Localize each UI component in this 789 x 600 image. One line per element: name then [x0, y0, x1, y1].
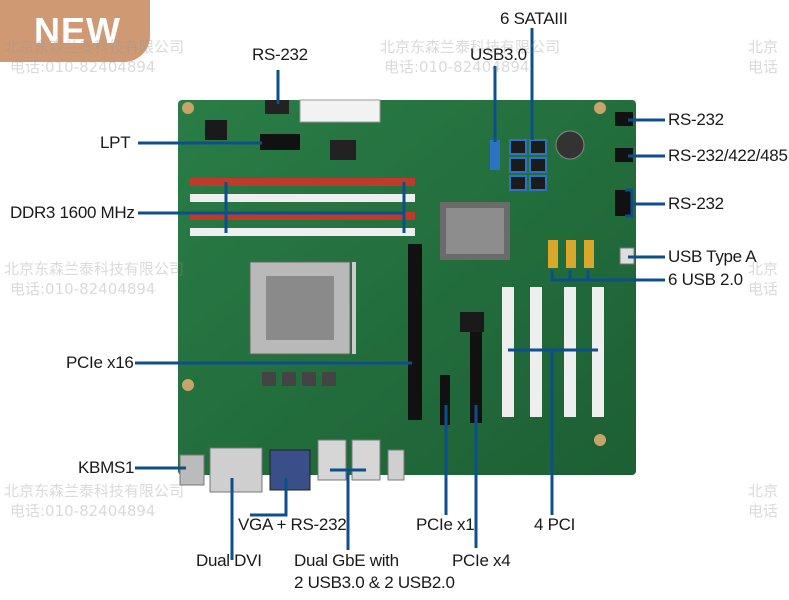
usb20-header — [548, 240, 558, 268]
pcie-x16-slot — [408, 244, 422, 420]
label-dual-dvi: Dual DVI — [196, 551, 262, 570]
gbe-usb-port — [317, 439, 347, 481]
mount-hole — [594, 434, 606, 446]
label-gbe-line2: 2 USB3.0 & 2 USB2.0 — [294, 573, 455, 592]
chip — [460, 312, 484, 332]
chipset-fins — [446, 208, 504, 254]
label-pcie-x16: PCIe x16 — [66, 353, 134, 372]
usb30-header — [490, 140, 500, 170]
label-rs232-top: RS-232 — [252, 45, 308, 64]
watermark-phone-short: 电话 — [748, 280, 779, 298]
sata-port — [529, 175, 547, 191]
label-lpt: LPT — [100, 133, 131, 152]
mount-hole — [594, 102, 606, 114]
watermark-phone-short: 电话 — [748, 502, 779, 520]
label-rs232-422-485: RS-232/422/485 — [668, 146, 788, 165]
vga-rs232-port — [269, 449, 311, 491]
sata-port — [529, 157, 547, 173]
label-pcie-x1: PCIe x1 — [416, 515, 475, 534]
watermark-company: 北京东森兰泰科技有限公司 — [380, 38, 561, 56]
gbe-usb-port — [351, 439, 381, 481]
vrm-choke — [282, 372, 296, 386]
leader-vga — [250, 478, 288, 517]
dimm-slot — [190, 228, 415, 236]
watermark-beijing: 北京 — [748, 38, 779, 56]
leader-lines — [135, 28, 665, 560]
dimm-slot — [190, 194, 415, 202]
atx-power-connector — [299, 99, 381, 123]
cmos-battery — [555, 130, 585, 160]
lpt-header — [260, 134, 300, 150]
dual-dvi-port — [209, 447, 263, 493]
cpu-lever — [352, 262, 356, 354]
label-rs232-right1: RS-232 — [668, 110, 724, 129]
watermark-beijing: 北京 — [748, 482, 779, 500]
chip — [330, 140, 356, 160]
label-gbe-line1: Dual GbE with — [294, 551, 399, 570]
sata-port — [509, 139, 527, 155]
watermark-phone: 电话:010-82404894 — [384, 58, 530, 76]
label-kbms: KBMS1 — [78, 458, 135, 477]
label-usb20: 6 USB 2.0 — [668, 270, 743, 289]
rs232-header-right — [615, 112, 633, 126]
watermark-phone: 电话:010-82404894 — [10, 280, 156, 298]
chip — [205, 120, 227, 140]
vrm-choke — [302, 372, 316, 386]
pcie-x4-slot — [470, 325, 482, 423]
mount-hole — [182, 102, 194, 114]
dimm-slot — [190, 178, 415, 186]
label-vga-rs232: VGA + RS-232 — [238, 515, 347, 534]
rs232-header-top — [265, 100, 289, 114]
label-usb30: USB3.0 — [470, 45, 527, 64]
label-pci: 4 PCI — [534, 515, 576, 534]
label-sata: 6 SATAIII — [500, 9, 568, 28]
rs232-header-right2 — [615, 190, 633, 216]
dimm-slot — [190, 212, 415, 220]
mount-hole — [182, 379, 194, 391]
watermark-company: 北京东森兰泰科技有限公司 — [4, 482, 185, 500]
vrm-choke — [322, 372, 336, 386]
label-usb-type-a: USB Type A — [668, 247, 757, 266]
sata-port — [529, 139, 547, 155]
usb20-header — [584, 240, 594, 268]
vrm-choke — [262, 372, 276, 386]
usb20-header — [566, 240, 576, 268]
pci-slot — [502, 287, 514, 417]
pci-slot — [592, 287, 604, 417]
watermark-phone-short: 电话 — [748, 58, 779, 76]
sata-port — [509, 175, 527, 191]
new-badge: NEW — [0, 0, 150, 62]
watermark-company: 北京东森兰泰科技有限公司 — [4, 38, 185, 56]
rs232-422-485-header — [615, 148, 633, 162]
sata-port — [509, 157, 527, 173]
watermark-phone: 电话:010-82404894 — [10, 502, 156, 520]
pci-slot — [530, 287, 542, 417]
pci-slot — [564, 287, 576, 417]
label-rs232-right2: RS-232 — [668, 194, 724, 213]
leader-usb20 — [550, 270, 665, 282]
pcie-x1-slot — [440, 375, 450, 425]
label-ddr3: DDR3 1600 MHz — [10, 203, 135, 222]
cpu-socket-inner — [266, 276, 334, 340]
watermark-beijing: 北京 — [748, 260, 779, 278]
kbms-port — [179, 454, 205, 486]
label-pcie-x4: PCIe x4 — [452, 551, 511, 570]
watermark-company: 北京东森兰泰科技有限公司 — [4, 260, 185, 278]
new-badge-text: NEW — [34, 10, 121, 51]
audio-port — [387, 449, 405, 481]
watermark-phone: 电话:010-82404894 — [10, 58, 156, 76]
